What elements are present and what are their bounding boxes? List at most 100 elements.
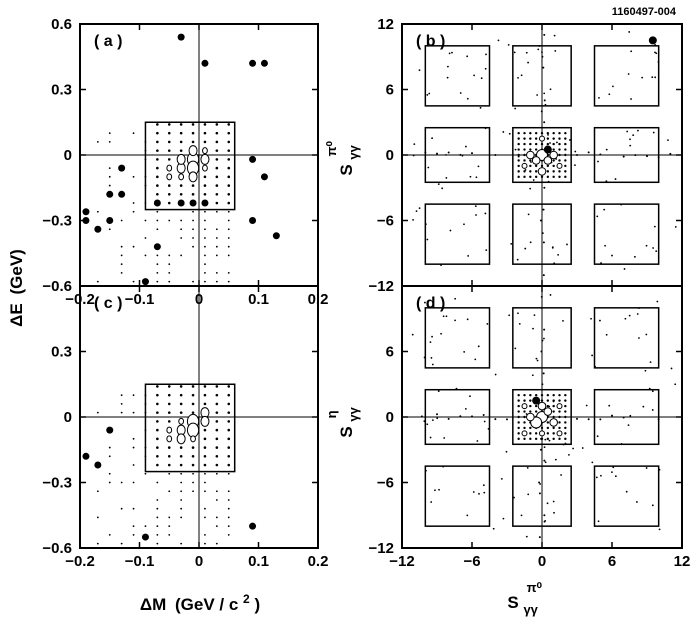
data-point-small: [424, 223, 427, 226]
data-point-small: [652, 247, 655, 249]
data-point-small: [120, 403, 123, 405]
data-point-small: [632, 134, 635, 137]
data-point-small: [513, 51, 516, 54]
data-point-small: [108, 175, 111, 178]
box-point: [167, 140, 171, 144]
center-bin-circle: [537, 401, 547, 411]
data-point-small: [485, 53, 487, 56]
box-point: [179, 446, 183, 449]
data-point-small: [448, 52, 451, 55]
data-point-small: [204, 210, 206, 213]
data-point-small: [424, 301, 426, 304]
center-point: [546, 393, 550, 397]
axis-band-point: [541, 339, 544, 342]
right-x-axis-label: S γγ π⁰: [507, 580, 542, 618]
center-point: [517, 148, 520, 151]
data-point-small: [463, 223, 465, 226]
box-bin-circle: [188, 145, 198, 157]
data-point-small: [132, 507, 135, 510]
data-point-large: [260, 173, 268, 181]
center-point: [558, 415, 561, 419]
data-point-small: [132, 481, 135, 484]
data-point-small: [120, 394, 123, 397]
center-point: [523, 399, 526, 402]
center-point: [558, 393, 561, 397]
center-point: [564, 159, 567, 162]
center-point: [529, 131, 532, 135]
center-point: [529, 432, 532, 435]
box-point: [215, 123, 219, 126]
center-point: [529, 148, 532, 151]
data-point-small: [654, 44, 657, 46]
data-point-small: [623, 268, 626, 270]
center-point: [529, 393, 532, 397]
data-point-small: [483, 491, 486, 494]
box-point: [203, 428, 207, 432]
data-point-small: [204, 490, 206, 493]
data-point-small: [144, 149, 147, 152]
data-point-small: [467, 255, 470, 257]
data-point-small: [508, 132, 511, 135]
center-point: [534, 137, 538, 140]
y-tick-label: 6: [386, 344, 394, 361]
box-bin-circle: [178, 417, 185, 425]
box-point: [227, 455, 231, 458]
data-point-small: [556, 141, 558, 144]
data-point-small: [434, 489, 436, 492]
data-point-small: [667, 139, 669, 142]
center-point: [552, 437, 555, 441]
box-point: [167, 411, 171, 414]
data-point-small: [642, 405, 645, 408]
data-point-small: [653, 225, 656, 228]
data-point-small: [612, 466, 615, 469]
data-point-small: [658, 468, 661, 471]
center-point: [564, 410, 567, 413]
data-point-small: [227, 228, 230, 231]
axis-band-point: [543, 99, 546, 102]
data-point-small: [192, 237, 194, 239]
box-point: [191, 463, 195, 467]
box-point: [215, 446, 219, 449]
data-point-small: [204, 534, 206, 536]
box-point: [167, 149, 171, 152]
center-point: [523, 142, 526, 146]
right-d-y-axis-label: S γγ η: [324, 406, 361, 437]
data-point-small: [168, 490, 171, 493]
data-point-small: [674, 225, 677, 228]
data-point-small: [569, 139, 571, 141]
data-point-small: [144, 455, 147, 458]
data-point-small: [156, 263, 159, 266]
center-point: [552, 399, 555, 402]
data-point-small: [120, 219, 123, 222]
center-point: [558, 399, 561, 402]
data-point-small: [227, 237, 230, 239]
data-point-small: [215, 228, 218, 231]
data-point-small: [614, 178, 617, 180]
center-point: [517, 415, 520, 419]
box-point: [215, 193, 219, 196]
box-point: [179, 131, 183, 135]
data-point-small: [180, 237, 183, 239]
data-point-small: [524, 247, 527, 250]
data-point-small: [465, 145, 467, 148]
data-point-small: [463, 351, 466, 353]
center-point: [523, 421, 526, 424]
box-point: [215, 175, 219, 179]
data-point-small: [544, 519, 547, 522]
center-bin-circle: [556, 162, 563, 169]
data-point-small: [215, 245, 218, 248]
data-point-small: [611, 471, 613, 474]
y-tick-label: 0.3: [51, 82, 72, 99]
data-point-small: [529, 241, 532, 244]
data-point-small: [608, 93, 611, 96]
box-point: [215, 131, 219, 135]
box-point: [227, 175, 231, 179]
data-point-small: [651, 390, 654, 393]
data-point-small: [474, 358, 477, 361]
data-point-small: [628, 314, 631, 317]
axis-band-point: [471, 415, 473, 418]
axis-band-point: [622, 416, 625, 419]
left-x-axis-label: ΔM (GeV / c 2 ): [140, 588, 260, 614]
center-point: [564, 426, 567, 430]
box-point: [167, 201, 171, 205]
